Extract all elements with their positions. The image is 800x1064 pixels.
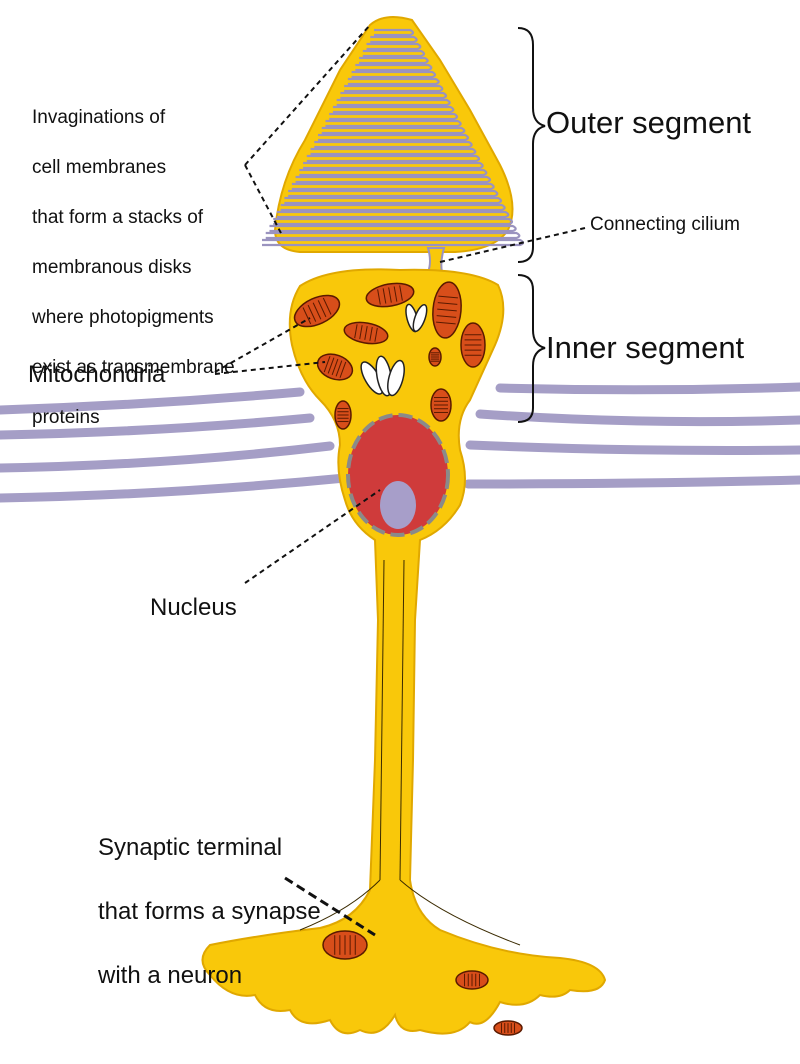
membranous-disk	[347, 77, 440, 86]
membranous-disk	[366, 42, 422, 51]
membranous-disk	[351, 70, 437, 79]
membranous-disk	[362, 49, 426, 58]
membranous-disk	[318, 133, 470, 142]
mitochondria-label: Mitochondria	[28, 361, 166, 388]
membranous-disk	[329, 112, 459, 121]
synaptic-terminal-line: Synaptic terminal	[98, 834, 283, 861]
cell-body	[201, 268, 607, 1035]
outer-segment	[262, 15, 525, 273]
mitochondrion-crista	[437, 308, 457, 312]
mitochondrion-crista	[331, 358, 339, 376]
golgi-apparatus	[360, 303, 428, 397]
membranous-disk	[306, 154, 481, 163]
mitochondrion-crista	[359, 325, 363, 340]
mitochondrion-crista	[327, 357, 335, 374]
invaginations-line: exist as transmembrane	[32, 357, 235, 378]
membranous-disk	[299, 168, 488, 177]
mitochondrion-crista	[374, 327, 378, 342]
mitochondrion-crista	[393, 286, 398, 302]
membranous-disk	[314, 140, 473, 149]
mitochondrion-crista	[317, 300, 327, 318]
outer-segment-label: Outer segment	[546, 105, 752, 140]
invaginations-line: that form a stacks of	[32, 207, 204, 228]
invaginations-line: cell membranes	[32, 157, 167, 178]
membranous-disk	[291, 182, 495, 191]
membranous-disk	[265, 231, 521, 240]
connecting-cilium-label: Connecting cilium	[590, 214, 740, 235]
mitochondrion-crista	[335, 360, 343, 377]
mitochondrion-crista	[323, 356, 331, 373]
membranous-disk	[374, 28, 415, 37]
mitochondrion-crista	[437, 302, 458, 305]
mitochondrion-crista	[382, 288, 387, 304]
membranous-disk	[284, 196, 503, 205]
mitochondrion-crista	[436, 315, 457, 318]
membranous-disk	[303, 161, 484, 170]
membranous-disk	[321, 126, 466, 135]
mitochondrion-crista	[307, 304, 317, 322]
synaptic-terminal-line: that forms a synapse	[98, 898, 321, 925]
membranous-disk	[370, 35, 418, 44]
mitochondria-group	[293, 281, 523, 1036]
membranous-disk	[310, 147, 477, 156]
inner-segment-label: Inner segment	[546, 330, 745, 365]
membranous-disk	[355, 63, 433, 72]
mitochondrion-crista	[438, 295, 458, 299]
leader-lines	[214, 24, 586, 584]
invaginations-line: where photopigments	[32, 307, 214, 328]
membranous-disk	[280, 203, 506, 212]
membranous-disk	[269, 224, 517, 233]
mitochondrion-crista	[339, 361, 347, 378]
mitochondrion-crista	[312, 302, 322, 320]
segment-braces	[517, 27, 546, 423]
invaginations-line: Invaginations of	[32, 107, 166, 128]
nuclear-envelope	[346, 413, 450, 537]
invaginations-line: membranous disks	[32, 257, 192, 278]
mitochondrion-crista	[377, 289, 381, 305]
connecting-cilium-shape	[426, 247, 446, 273]
membrane-layers-left	[0, 387, 350, 503]
membranous-disk-stack	[262, 28, 525, 247]
membranous-disk	[288, 189, 499, 198]
synaptic-terminal-label: Synaptic terminal that forms a synapse w…	[98, 800, 321, 1024]
membranous-disk	[325, 119, 462, 128]
mitochondrion-crista	[302, 307, 312, 325]
membrane-layers-right	[463, 382, 800, 489]
mitochondrion-crista	[369, 326, 373, 341]
mitochondrion-crista	[388, 287, 392, 303]
mitochondrion-crista	[399, 285, 403, 301]
synaptic-leader-line	[284, 876, 376, 937]
inner-segment-and-soma	[201, 268, 607, 1035]
membranous-disk	[340, 91, 448, 100]
axon-fibres	[299, 559, 521, 946]
mitochondrion-crista	[436, 321, 456, 325]
nucleolus	[380, 481, 416, 529]
invaginations-label: Invaginations of cell membranes that for…	[32, 80, 235, 455]
membranous-disk	[295, 175, 492, 184]
membranous-disk	[344, 84, 444, 93]
membranous-disk	[276, 210, 510, 219]
membranous-disk	[332, 105, 455, 114]
membranous-disk	[336, 98, 451, 107]
invaginations-line: proteins	[32, 407, 100, 428]
nucleus	[346, 413, 450, 537]
nucleus-label: Nucleus	[150, 594, 237, 621]
mitochondrion-crista	[354, 324, 358, 339]
membranous-disk	[273, 217, 514, 226]
membranous-disk	[359, 56, 429, 65]
mitochondrion-crista	[364, 326, 368, 340]
synaptic-terminal-line: with a neuron	[98, 962, 243, 989]
mitochondrion-crista	[322, 297, 332, 315]
